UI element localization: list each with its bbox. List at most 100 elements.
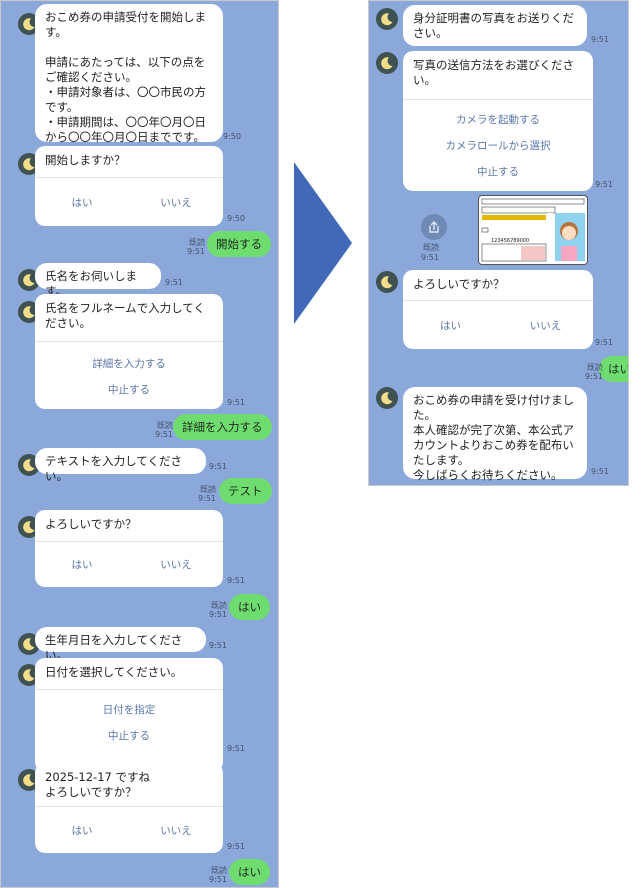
card-question: 日付を選択してください。 <box>45 665 183 679</box>
bot-message: おこめ券の申請を受け付けました。 本人確認が完了次第、本公式アカウントよりおこめ… <box>403 387 587 482</box>
user-reply-bubble: 詳細を入力する <box>173 414 272 440</box>
user-reply-bubble: はい <box>229 859 270 885</box>
chat-panel-before: おこめ券の申請受付を開始します。 申請にあたっては、以下の点をご確認ください。 … <box>0 0 279 888</box>
user-reply-bubble: 開始する <box>207 231 271 257</box>
timestamp: 9:51 <box>421 253 439 262</box>
divider <box>403 300 593 301</box>
card-question: 2025-12-17 ですね よろしいですか？ <box>45 770 150 799</box>
bot-avatar[interactable] <box>376 52 398 74</box>
bot-avatar[interactable] <box>18 153 40 175</box>
divider <box>35 806 223 807</box>
card-question: 氏名をフルネームで入力してください。 <box>45 301 205 330</box>
read-receipt: 既読 <box>423 243 439 252</box>
card-question: よろしいですか？ <box>413 277 505 291</box>
read-receipt: 既読 <box>200 485 216 494</box>
timestamp: 9:50 <box>227 214 245 223</box>
crescent-moon-icon <box>381 13 393 26</box>
timestamp: 9:51 <box>591 467 609 476</box>
bot-avatar[interactable] <box>376 271 398 293</box>
card-question: 写真の送信方法をお選びください。 <box>413 58 574 87</box>
no-button[interactable]: いいえ <box>160 196 192 209</box>
user-reply-bubble: はい <box>599 356 628 382</box>
crescent-moon-icon <box>23 459 35 472</box>
timestamp: 9:51 <box>165 278 183 287</box>
crescent-moon-icon <box>23 18 35 31</box>
bot-avatar[interactable] <box>18 301 40 323</box>
crescent-moon-icon <box>381 57 393 70</box>
timestamp: 9:51 <box>198 494 216 503</box>
crescent-moon-icon <box>23 274 35 287</box>
arrow-right-icon <box>294 162 352 324</box>
bot-avatar[interactable] <box>376 8 398 30</box>
no-button[interactable]: いいえ <box>160 824 192 837</box>
crescent-moon-icon <box>23 521 35 534</box>
timestamp: 9:51 <box>187 247 205 256</box>
yes-button[interactable]: はい <box>440 319 461 332</box>
bot-avatar[interactable] <box>376 387 398 409</box>
timestamp: 9:51 <box>595 180 613 189</box>
timestamp: 9:51 <box>155 430 173 439</box>
confirm-card: よろしいですか？ はい いいえ <box>35 510 223 587</box>
crescent-moon-icon <box>23 669 35 682</box>
bot-avatar[interactable] <box>18 269 40 291</box>
option-button-2[interactable]: 中止する <box>108 384 150 396</box>
bot-avatar[interactable] <box>18 516 40 538</box>
no-button[interactable]: いいえ <box>160 559 192 571</box>
bot-message: 生年月日を入力してください。 <box>35 627 206 662</box>
timestamp: 9:51 <box>585 372 603 381</box>
bot-avatar[interactable] <box>18 13 40 35</box>
license-number: 123456789000 <box>491 238 530 244</box>
card-question: よろしいですか？ <box>45 517 137 531</box>
confirm-card: 日付を選択してください。日付を指定中止する <box>35 658 223 772</box>
timestamp: 9:51 <box>227 576 245 585</box>
bot-avatar[interactable] <box>18 454 40 476</box>
bot-message: 氏名をお伺いします。 <box>35 263 161 298</box>
option-button-1[interactable]: 詳細を入力する <box>92 358 166 370</box>
id-card-photo[interactable]: 123456789000 <box>478 195 588 265</box>
crescent-moon-icon <box>381 276 393 289</box>
divider <box>35 689 223 690</box>
yes-button[interactable]: はい <box>71 559 93 571</box>
bot-message: テキストを入力してください。 <box>35 448 206 483</box>
timestamp: 9:51 <box>227 398 245 407</box>
divider <box>35 541 223 542</box>
drivers-license-image <box>481 198 585 262</box>
read-receipt: 既読 <box>587 363 603 372</box>
confirm-card: 写真の送信方法をお選びください。カメラを起動するカメラロールから選択中止する <box>403 51 593 191</box>
confirm-card: 開始しますか？ はい いいえ <box>35 146 223 226</box>
crescent-moon-icon <box>381 392 393 405</box>
confirm-card: 氏名をフルネームで入力してください。詳細を入力する中止する <box>35 294 223 409</box>
bot-message: おこめ券の申請受付を開始します。 申請にあたっては、以下の点をご確認ください。 … <box>35 4 223 144</box>
read-receipt: 既読 <box>189 238 205 247</box>
bot-avatar[interactable] <box>18 769 40 791</box>
share-button[interactable] <box>421 214 447 240</box>
divider <box>35 341 223 342</box>
read-receipt: 既読 <box>211 866 227 875</box>
option-button-2[interactable]: 中止する <box>108 730 150 742</box>
read-receipt: 既読 <box>157 421 173 430</box>
timestamp: 9:51 <box>209 462 227 471</box>
divider <box>35 177 223 178</box>
yes-button[interactable]: はい <box>71 824 93 837</box>
option-button-2[interactable]: カメラロールから選択 <box>445 140 551 152</box>
option-button-1[interactable]: 日付を指定 <box>102 704 156 716</box>
option-button-1[interactable]: カメラを起動する <box>456 114 540 126</box>
bot-avatar[interactable] <box>18 633 40 655</box>
timestamp: 9:51 <box>209 610 227 619</box>
bot-avatar[interactable] <box>18 664 40 686</box>
confirm-card: 2025-12-17 ですね よろしいですか？ はい いいえ <box>35 763 223 853</box>
yes-button[interactable]: はい <box>71 196 93 209</box>
crescent-moon-icon <box>23 306 35 319</box>
timestamp: 9:51 <box>591 35 609 44</box>
option-button-3[interactable]: 中止する <box>477 166 519 178</box>
timestamp: 9:51 <box>227 842 245 851</box>
no-button[interactable]: いいえ <box>529 319 562 332</box>
user-reply-bubble: テスト <box>219 478 272 504</box>
timestamp: 9:50 <box>223 132 241 141</box>
timestamp: 9:51 <box>209 641 227 650</box>
timestamp: 9:51 <box>227 744 245 753</box>
confirm-card: よろしいですか？ はい いいえ <box>403 270 593 349</box>
crescent-moon-icon <box>23 638 35 651</box>
card-question: 開始しますか？ <box>45 153 126 167</box>
